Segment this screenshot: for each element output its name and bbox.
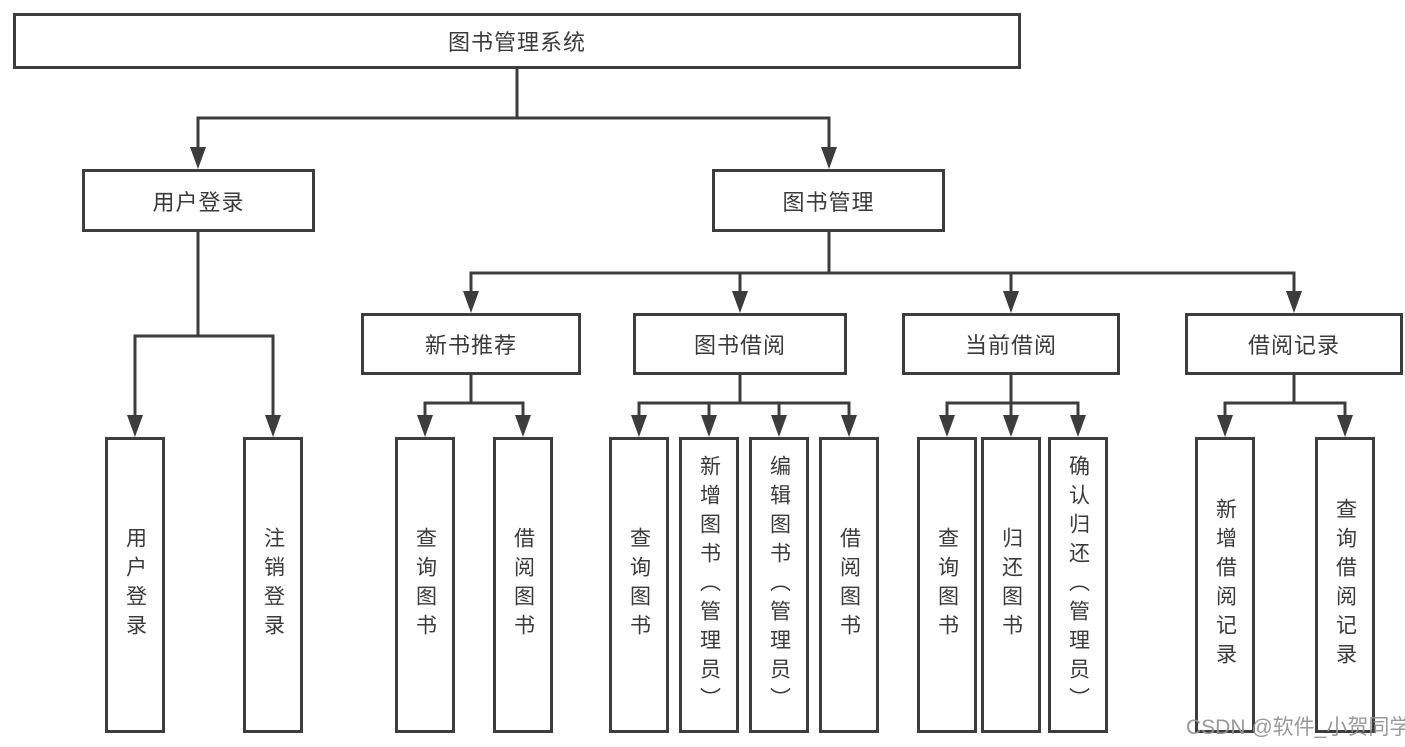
leaf-label: 编辑图书（管理员） (767, 454, 791, 716)
node-borrowing-records: 借阅记录 (1185, 313, 1403, 375)
leaf-label: 借阅图书 (837, 527, 861, 643)
leaf-query-books-recommend: 查询图书 (395, 437, 455, 733)
leaf-label: 确认归还（管理员） (1066, 454, 1090, 716)
leaf-label: 查询图书 (627, 527, 651, 643)
leaf-label: 归还图书 (999, 527, 1023, 643)
leaf-label: 新增借阅记录 (1213, 498, 1237, 672)
leaf-query-borrow-record: 查询借阅记录 (1315, 437, 1375, 733)
leaf-label: 借阅图书 (511, 527, 535, 643)
leaf-borrow-books: 借阅图书 (819, 437, 879, 733)
leaf-label: 查询图书 (935, 527, 959, 643)
leaf-query-books-current: 查询图书 (917, 437, 977, 733)
leaf-borrow-books-recommend: 借阅图书 (493, 437, 553, 733)
node-user-login: 用户登录 (82, 169, 315, 232)
leaf-label: 查询借阅记录 (1333, 498, 1357, 672)
leaf-add-books-admin: 新增图书（管理员） (679, 437, 739, 733)
leaf-label: 查询图书 (413, 527, 437, 643)
leaf-edit-books-admin: 编辑图书（管理员） (749, 437, 809, 733)
leaf-user-login: 用户登录 (105, 437, 165, 733)
node-current-borrowing: 当前借阅 (902, 313, 1120, 375)
arrowheads (127, 147, 1353, 437)
leaf-return-books: 归还图书 (981, 437, 1041, 733)
leaf-label: 新增图书（管理员） (697, 454, 721, 716)
leaf-label: 用户登录 (123, 527, 147, 643)
leaf-add-borrow-record: 新增借阅记录 (1195, 437, 1255, 733)
node-book-management: 图书管理 (712, 169, 945, 232)
leaf-query-books-borrow: 查询图书 (609, 437, 669, 733)
csdn-watermark: CSDN @软件_小贺同学 (1186, 716, 1405, 739)
leaf-confirm-return-admin: 确认归还（管理员） (1048, 437, 1108, 733)
leaf-label: 注销登录 (261, 527, 285, 643)
leaf-logout: 注销登录 (243, 437, 303, 733)
node-library-management-system: 图书管理系统 (13, 13, 1021, 69)
node-book-borrowing: 图书借阅 (633, 313, 847, 375)
node-new-book-recommendation: 新书推荐 (361, 313, 581, 375)
